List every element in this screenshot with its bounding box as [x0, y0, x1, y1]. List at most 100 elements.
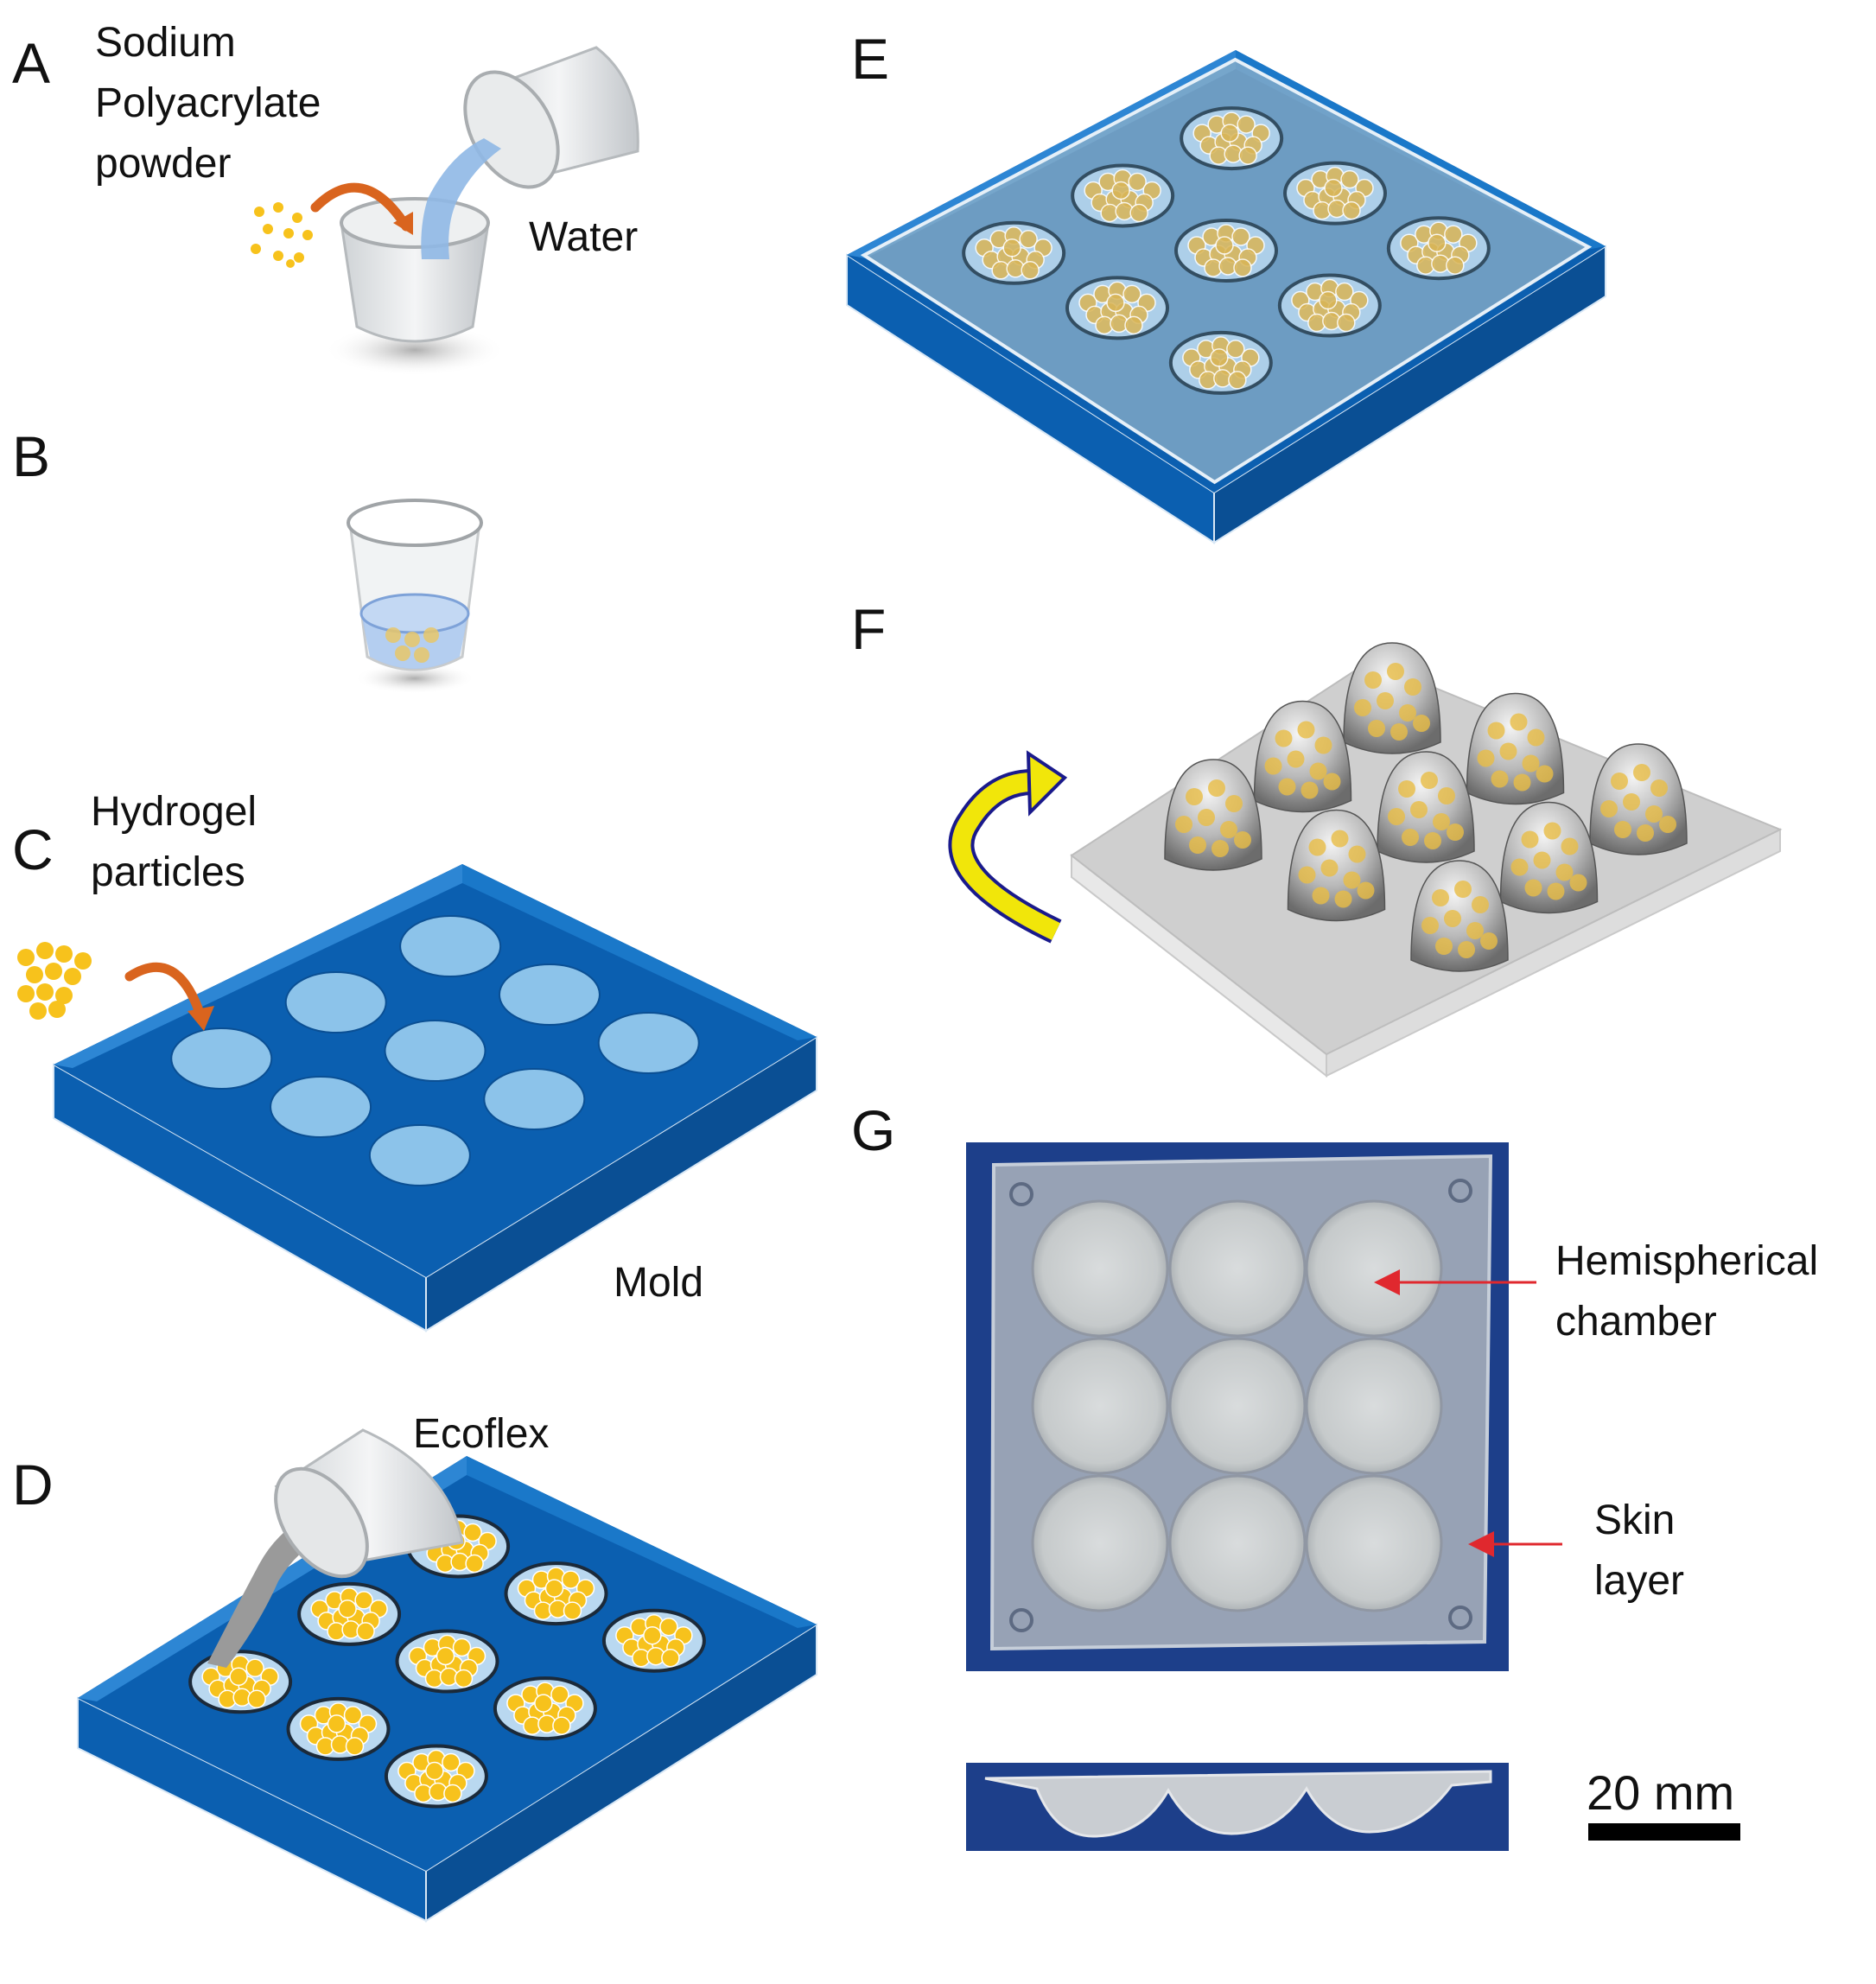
- hydrogel-particle: [55, 987, 73, 1004]
- panel-label-a: A: [12, 31, 51, 95]
- hydrogel-particle: [661, 1648, 680, 1668]
- photo-chamber: [1168, 1199, 1307, 1338]
- hydrogel-particle: [343, 1706, 363, 1725]
- hydrogel-particle: [1238, 146, 1257, 165]
- dome-particle: [1421, 772, 1438, 789]
- cup-shadow: [324, 324, 506, 376]
- ecoflex-stream: [207, 1504, 350, 1668]
- hydrogel-particle: [1340, 169, 1359, 189]
- dome-particle: [1348, 845, 1366, 863]
- dome-particle: [1211, 840, 1229, 857]
- mold-back-rim: [462, 864, 817, 1040]
- hydrogel-particle: [561, 1570, 581, 1589]
- hydrogel-particle: [29, 1002, 47, 1020]
- hydrogel-particle: [1324, 178, 1343, 198]
- dome-particle: [1433, 813, 1450, 830]
- hydrogel-particle: [1122, 284, 1141, 304]
- hydrogel-particle: [1002, 238, 1021, 258]
- dome-particle: [1600, 800, 1618, 817]
- hydrogel-particle: [1129, 203, 1148, 223]
- dome-particle: [1298, 866, 1316, 884]
- mold-well: [170, 1027, 273, 1090]
- hydrogel-particle: [356, 1622, 375, 1641]
- dome-particle: [1364, 671, 1382, 689]
- add-powder-arrow: [310, 182, 411, 232]
- dome-particle: [1354, 699, 1371, 716]
- dome-particle: [1424, 832, 1441, 849]
- corner-hole: [1448, 1606, 1472, 1630]
- dome-particle: [1402, 829, 1419, 846]
- dome-particle: [1477, 749, 1495, 767]
- mold-c: [53, 864, 817, 1332]
- hydrogel-particle: [452, 1637, 472, 1657]
- hydrogel-particle: [247, 1689, 266, 1709]
- chamber-label: Hemispherical chamber: [1555, 1238, 1819, 1345]
- dome-particle: [1278, 778, 1296, 796]
- hydrogel-surface: [359, 593, 470, 634]
- dome-particle: [1308, 838, 1326, 856]
- photo-chamber: [1031, 1337, 1169, 1475]
- panel-c-extras: [17, 942, 214, 1031]
- hydrogel-particle: [64, 968, 81, 985]
- hydrogel-particle: [659, 1617, 678, 1637]
- dome-particle: [1398, 780, 1415, 798]
- add-particles-arrowhead: [188, 1006, 214, 1031]
- panel-d-pour: [207, 1428, 464, 1668]
- photo-chamber: [1305, 1199, 1443, 1338]
- dome-particle: [1491, 770, 1509, 788]
- dome-particle: [1275, 729, 1293, 747]
- dome-particle: [1435, 938, 1453, 955]
- dome-particle: [1388, 808, 1405, 825]
- hydrogel-particle: [17, 949, 35, 966]
- mold-back-rim: [467, 1456, 817, 1628]
- photo-chamber: [1168, 1337, 1307, 1475]
- photo-chamber: [1305, 1337, 1443, 1475]
- dome-particle: [1659, 816, 1676, 833]
- dome-particle: [1650, 779, 1668, 797]
- dome-particle: [1208, 779, 1225, 797]
- dome-particle: [1438, 787, 1455, 804]
- photo-chamber: [1168, 1474, 1307, 1612]
- hydrogel-particle: [465, 1554, 484, 1574]
- dome-particle: [1466, 922, 1484, 939]
- hydrogel-particle: [436, 1646, 455, 1666]
- dome-particle: [1536, 765, 1554, 783]
- dome-particle: [1413, 715, 1430, 732]
- hydrogel-particle: [442, 1752, 461, 1772]
- dome-particle: [1447, 823, 1464, 841]
- dome-particle: [1513, 773, 1531, 792]
- hydrogel-particle: [338, 1599, 357, 1618]
- dome-particle: [1522, 754, 1540, 773]
- hydrogel-particle: [1021, 261, 1040, 280]
- hydrogel-particle: [1231, 227, 1250, 246]
- dome-particle: [1637, 824, 1654, 842]
- dome-particle: [1399, 704, 1416, 722]
- hydrogel-particle: [643, 1625, 662, 1645]
- hydrogel-particle: [1337, 313, 1356, 333]
- dome-particle: [1314, 736, 1332, 754]
- panel-a-illustration: [251, 46, 639, 376]
- dome-particle: [1390, 723, 1408, 741]
- hydrogel-particle: [1124, 315, 1143, 335]
- dome-particle: [1527, 728, 1545, 747]
- hydrogel-particle: [229, 1667, 248, 1687]
- panel-label-e: E: [851, 27, 890, 91]
- side-profile: [984, 1770, 1492, 1838]
- hydrogel-particle: [17, 985, 35, 1002]
- hydrogel-particle: [550, 1685, 569, 1704]
- hydrogel-particle: [36, 942, 54, 959]
- mold-well: [368, 1123, 471, 1186]
- panel-label-b: B: [12, 424, 51, 488]
- hydrogel-particle: [74, 952, 92, 970]
- hydrogel-particle: [552, 1716, 571, 1735]
- hydrogel-particle: [26, 966, 43, 983]
- flip-arrowhead: [1026, 750, 1068, 817]
- powder-label: Sodium Polyacrylate powder: [95, 20, 321, 187]
- add-particles-arrow: [124, 962, 206, 1021]
- hydrogel-particle: [443, 1784, 462, 1803]
- hydrogel-particle: [354, 1591, 373, 1610]
- hydrogel-particle: [55, 945, 73, 963]
- receiving-cup: [340, 221, 490, 343]
- dome-particle: [1297, 721, 1315, 739]
- hydrogel-particle: [1428, 233, 1447, 252]
